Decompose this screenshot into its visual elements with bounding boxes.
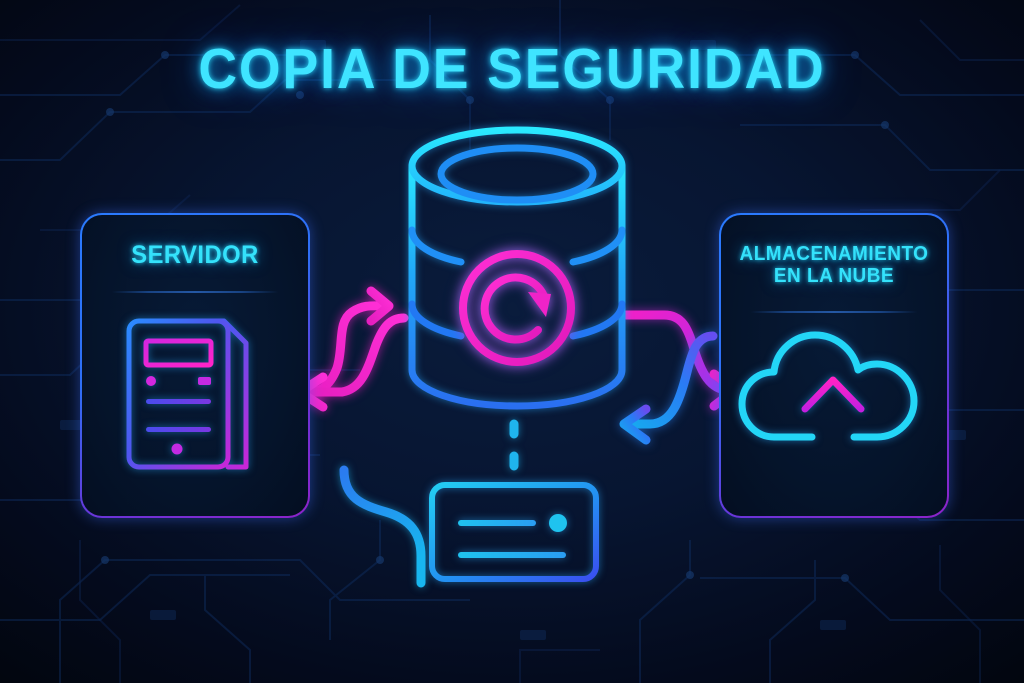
- panel-server-divider: [112, 291, 278, 293]
- panel-cloud-title-line2: EN LA NUBE: [773, 265, 895, 288]
- cloud-to-database-arrow: [619, 331, 718, 445]
- storage-card-icon[interactable]: [428, 481, 600, 583]
- panel-cloud-title: ALMACENAMIENTO EN LA NUBE: [727, 243, 942, 288]
- panel-server[interactable]: SERVIDOR: [80, 213, 310, 518]
- restore-refresh-icon[interactable]: [459, 250, 575, 366]
- panel-cloud[interactable]: ALMACENAMIENTO EN LA NUBE: [719, 213, 949, 518]
- database-to-server-arrow: [295, 313, 409, 412]
- page-title: COPIA DE SEGURIDAD: [198, 37, 826, 101]
- database-cylinder-icon[interactable]: [398, 118, 636, 418]
- panel-server-icon-slot: [82, 309, 308, 484]
- panel-cloud-divider: [751, 311, 917, 313]
- panel-server-body: SERVIDOR: [82, 215, 308, 516]
- panel-server-title: SERVIDOR: [131, 241, 259, 269]
- cloud-upload-icon: [738, 331, 918, 471]
- server-to-database-arrow: [294, 286, 394, 399]
- panel-cloud-body: ALMACENAMIENTO EN LA NUBE: [721, 215, 947, 516]
- panel-cloud-title-line1: ALMACENAMIENTO: [739, 243, 929, 265]
- server-tower-icon: [126, 318, 249, 470]
- panel-cloud-icon-slot: [721, 325, 947, 475]
- server-to-card-dashed-line: [339, 419, 426, 588]
